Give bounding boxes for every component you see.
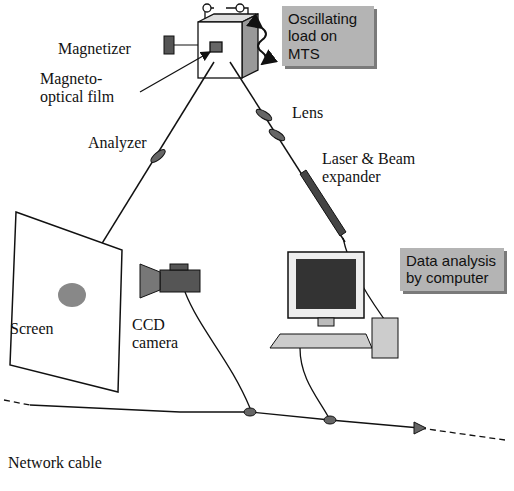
label-box: Oscillating load on MTS [282,6,374,66]
part-label: Magnetizer [58,40,158,58]
box-text: Data analysis by computer [406,252,498,287]
part-label: Magneto-optical film [40,70,132,107]
part-label: Screen [10,320,70,338]
lens-symbol [268,127,287,142]
analyzer-symbol [149,148,167,165]
part-label: Network cable [8,454,148,472]
magnetizer-symbol [164,36,198,54]
network-cable [4,400,505,440]
part-label: Analyzer [88,134,158,152]
specimen-box [198,14,258,78]
screen-panel [10,212,122,392]
lens-symbol [255,107,274,122]
part-label: Lens [292,104,352,122]
part-label: Laser & Beam expander [322,150,452,187]
part-label: CCD camera [132,316,192,353]
computer [270,252,398,420]
label-box: Data analysis by computer [400,248,504,291]
oscillation-arrow [258,28,266,64]
box-text: Oscillating load on MTS [288,10,368,62]
